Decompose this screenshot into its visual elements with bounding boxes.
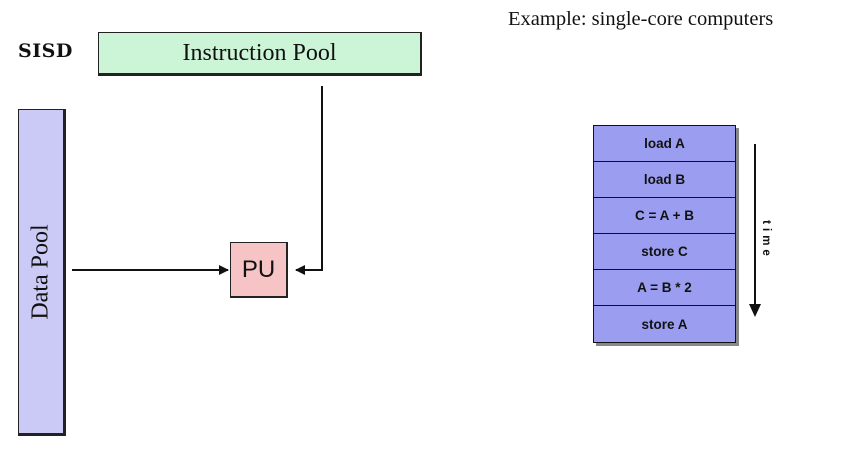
diagram-title: SISD [18,40,73,62]
instruction-row: load B [594,162,735,198]
instruction-stack: load A load B C = A + B store C A = B * … [593,125,736,343]
instruction-row: store C [594,234,735,270]
instruction-row: C = A + B [594,198,735,234]
instruction-pool-label: Instruction Pool [182,39,337,66]
processing-unit-box: PU [230,242,288,298]
processing-unit-label: PU [241,255,276,283]
instruction-pool-box: Instruction Pool [98,32,422,76]
example-caption: Example: single-core computers [508,8,774,30]
time-axis-label: time [760,220,772,260]
time-arrow-icon [749,144,761,317]
instruction-row: store A [594,306,735,342]
instruction-row: A = B * 2 [594,270,735,306]
data-pool-box: Data Pool [18,109,66,436]
instruction-row: load A [594,126,735,162]
instruction-arrow [295,86,323,275]
